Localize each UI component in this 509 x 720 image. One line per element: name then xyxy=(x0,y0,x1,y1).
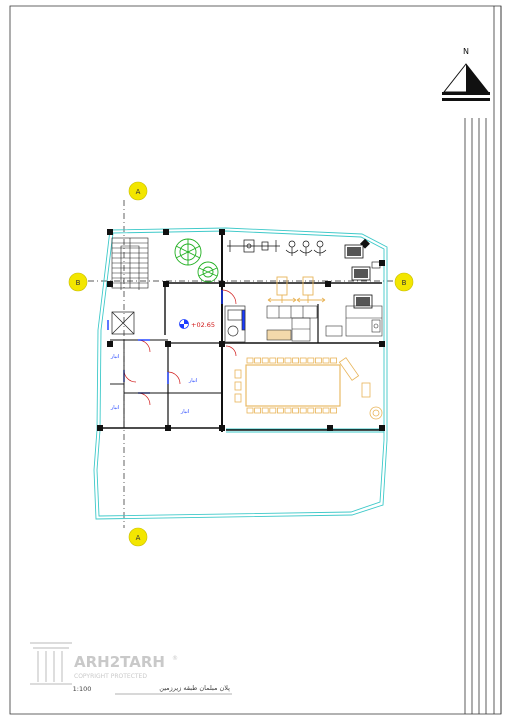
site-boundary xyxy=(93,227,388,520)
conference-chair xyxy=(299,357,307,364)
svg-text:A: A xyxy=(136,188,141,196)
stair xyxy=(111,237,149,290)
conference-chair xyxy=(292,357,300,364)
conference-chair xyxy=(284,407,292,414)
treadmills xyxy=(344,244,381,309)
conference-chair xyxy=(269,407,277,414)
conference-chair xyxy=(322,357,330,364)
conference-chair xyxy=(254,407,262,414)
gym-equipment xyxy=(227,239,327,256)
conference-chair xyxy=(307,357,315,364)
north-arrow: N xyxy=(442,47,490,101)
watermark-subtitle: COPYRIGHT PROTECTED xyxy=(74,673,147,680)
lockers-area xyxy=(266,305,318,342)
grid-bubble-right-b: B xyxy=(394,272,414,292)
conference-chair xyxy=(307,407,315,414)
fitness-benches xyxy=(267,276,326,303)
conference-chair xyxy=(269,357,277,364)
watermark-logo xyxy=(30,642,72,685)
grid-bubble-bottom-a: A xyxy=(128,527,148,547)
conference-chair xyxy=(246,357,254,364)
conference-chair xyxy=(261,357,269,364)
doors xyxy=(107,289,237,406)
conference-chair xyxy=(284,357,292,364)
level-mark-label: +02.65 xyxy=(191,321,215,329)
store-label-1: انبار xyxy=(110,354,119,360)
svg-text:®: ® xyxy=(172,655,178,662)
svg-text:A: A xyxy=(136,534,141,542)
conference-chair xyxy=(261,407,269,414)
conference-chair xyxy=(299,407,307,414)
conference-chair xyxy=(276,357,284,364)
svg-text:B: B xyxy=(76,279,81,287)
conference-table xyxy=(234,357,383,420)
conference-chair xyxy=(330,357,338,364)
storage-partitions xyxy=(110,340,168,428)
conference-chair xyxy=(314,407,322,414)
grid-axes xyxy=(88,200,396,528)
grid-bubble-left-b: B xyxy=(68,272,88,292)
conference-chair xyxy=(330,407,338,414)
planter-trees xyxy=(174,238,219,283)
wc-room xyxy=(224,305,246,343)
elevator-shaft xyxy=(111,311,135,335)
conference-chair xyxy=(314,357,322,364)
store-label-3: انبار xyxy=(188,378,197,384)
conference-chair xyxy=(322,407,330,414)
building-walls xyxy=(100,232,385,432)
grid-bubble-top-a: A xyxy=(128,181,148,201)
conference-chair xyxy=(276,407,284,414)
level-mark: +02.65 xyxy=(179,319,215,329)
structural-columns xyxy=(97,229,385,431)
store-label-4: انبار xyxy=(180,409,189,415)
watermark-brand: ARH2TARH xyxy=(74,653,165,671)
counter-area xyxy=(325,305,383,337)
north-label: N xyxy=(463,47,469,56)
plan-title: پلان مبلمان طبقه زیرزمین xyxy=(159,684,230,692)
svg-text:B: B xyxy=(402,279,407,287)
plan-scale: 1:100 xyxy=(73,685,92,693)
title-block: ARH2TARH COPYRIGHT PROTECTED ® پلان مبلم… xyxy=(30,642,232,695)
store-label-2: انبار xyxy=(110,405,119,411)
conference-chair xyxy=(292,407,300,414)
sheet-frame xyxy=(9,5,502,715)
conference-chair xyxy=(254,357,262,364)
conference-chair xyxy=(246,407,254,414)
